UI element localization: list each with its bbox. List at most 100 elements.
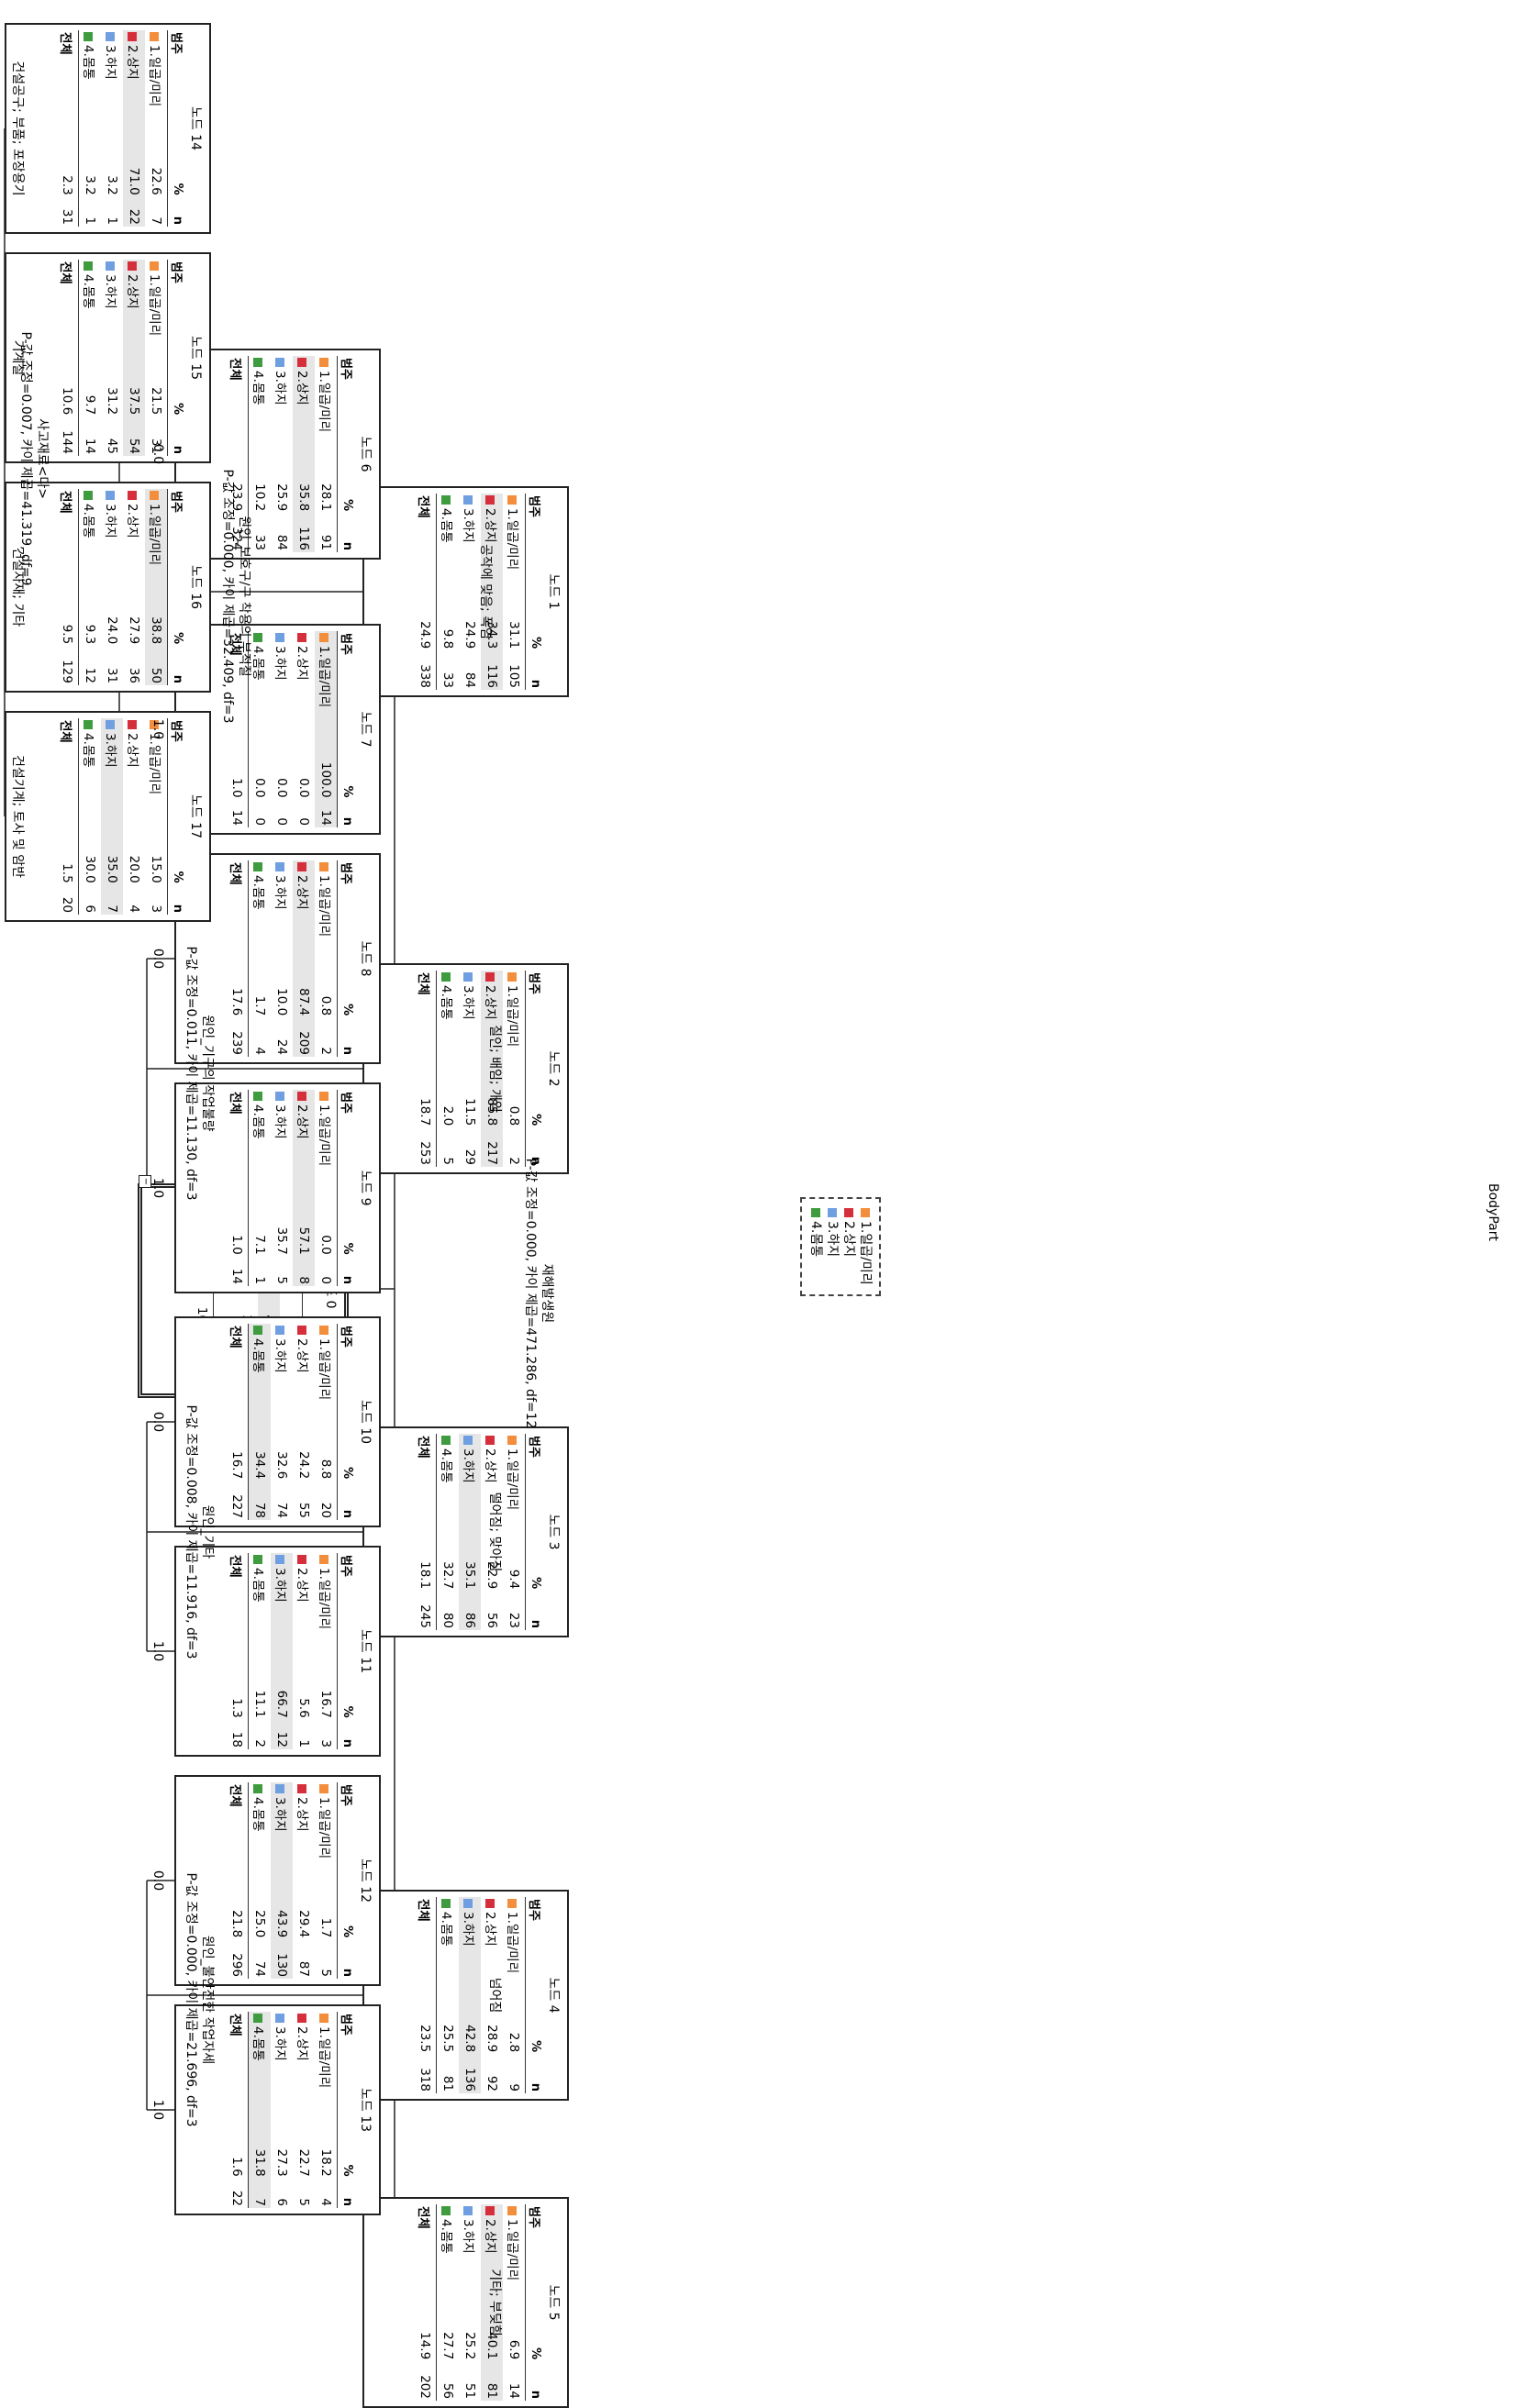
row-n: 130: [271, 1939, 293, 1979]
row-category: 1.일곱/미리: [145, 260, 168, 372]
row-n: 74: [252, 1960, 267, 1977]
row-category: 1.일곱/미리: [503, 494, 526, 605]
row-n: 1: [83, 216, 97, 225]
category-swatch: [83, 720, 93, 729]
total-n: 239: [226, 1017, 249, 1057]
row-category: 1.일곱/미리: [315, 860, 338, 972]
split-stats: P-값 조정=0.000, 카이 제곱=32.409, df=3: [220, 469, 235, 724]
total-n: 20: [56, 884, 79, 915]
category-swatch: [319, 2014, 328, 2023]
row-category: 3.하지: [101, 718, 123, 838]
header-n: n: [525, 650, 545, 690]
row-category: 4.몸통: [437, 1897, 460, 2009]
row-percent: 22.7: [296, 2148, 311, 2177]
category-swatch: [275, 1326, 284, 1335]
collapse-toggle[interactable]: −: [139, 1175, 151, 1188]
total-label: 전체: [56, 489, 79, 602]
row-percent: 42.8: [459, 2009, 481, 2055]
edge-label-8: 0.0: [150, 948, 165, 970]
total-n: 14: [226, 799, 249, 827]
legend-label: 3.하지: [825, 1221, 840, 1258]
row-percent: 87.4: [293, 972, 315, 1018]
row-category: 4.몸통: [437, 971, 460, 1082]
row-category: 4.몸통: [79, 489, 102, 601]
row-percent: 0.8: [318, 995, 333, 1016]
row-n: 51: [462, 2382, 477, 2399]
total-n: 14: [226, 1256, 249, 1286]
split-stats: P-값 조정=0.000, 카이 제곱=471.286, df=12: [523, 1158, 538, 1429]
category-swatch: [253, 633, 262, 642]
row-percent: 31.1: [507, 621, 521, 649]
row-n: 14: [507, 2382, 521, 2399]
row-n: 0: [252, 817, 267, 826]
category-swatch: [297, 1784, 306, 1793]
row-percent: 0.0: [274, 778, 289, 798]
row-n: 36: [127, 667, 141, 683]
row-category: 4.몸통: [437, 2204, 460, 2316]
node-table-header: 범주%n: [337, 2012, 357, 2208]
node-table-header: 범주%n: [167, 30, 187, 227]
row-percent: 29.4: [296, 1910, 311, 1938]
row-percent: 9.8: [440, 628, 455, 649]
row-percent: 8.8: [318, 1459, 333, 1480]
header-percent: %: [525, 2316, 545, 2362]
split-stats: P-값 조정=0.008, 카이 제곱=11.916, df=3: [184, 1404, 198, 1659]
total-n: 31: [56, 196, 79, 227]
row-percent: 16.7: [318, 1690, 333, 1718]
row-percent: 28.1: [318, 483, 333, 512]
header-category: 범주: [525, 971, 545, 1083]
total-label: 전체: [226, 2012, 249, 2131]
header-category: 범주: [337, 2012, 357, 2131]
header-category: 범주: [337, 1553, 357, 1672]
edge-label-13: 1.0: [150, 2099, 165, 2121]
row-category: 3.하지: [101, 30, 123, 150]
header-n: n: [337, 1481, 357, 1520]
category-swatch: [319, 1555, 328, 1564]
category-swatch: [106, 32, 115, 41]
row-category: 1.일곱/미리: [315, 356, 338, 468]
node-table-header: 범주%n: [167, 260, 187, 456]
node-title: 노드 7: [358, 711, 373, 748]
row-n: 2: [252, 1739, 267, 1748]
legend-item: 2.상지: [840, 1208, 857, 1285]
edge-label-3: 떨어짐; 맞아짐: [487, 1492, 502, 1572]
node-title: 노드 17: [188, 793, 203, 839]
header-category: 범주: [525, 494, 545, 606]
row-category: 3.하지: [459, 1434, 481, 1547]
node-table-header: 범주%n: [525, 1434, 545, 1630]
category-swatch: [463, 1436, 473, 1445]
row-n: 2: [318, 1047, 333, 1055]
total-label: 전체: [226, 1782, 249, 1895]
row-category: 4.몸통: [79, 718, 102, 838]
row-n: 84: [274, 534, 289, 550]
row-percent: 15.0: [149, 855, 163, 883]
row-n: 0: [318, 1276, 333, 1284]
header-category: 범주: [337, 860, 357, 973]
row-n: 209: [293, 1017, 315, 1057]
row-percent: 35.1: [459, 1546, 481, 1592]
row-category: 4.몸통: [249, 1090, 272, 1209]
header-percent: %: [337, 743, 357, 800]
